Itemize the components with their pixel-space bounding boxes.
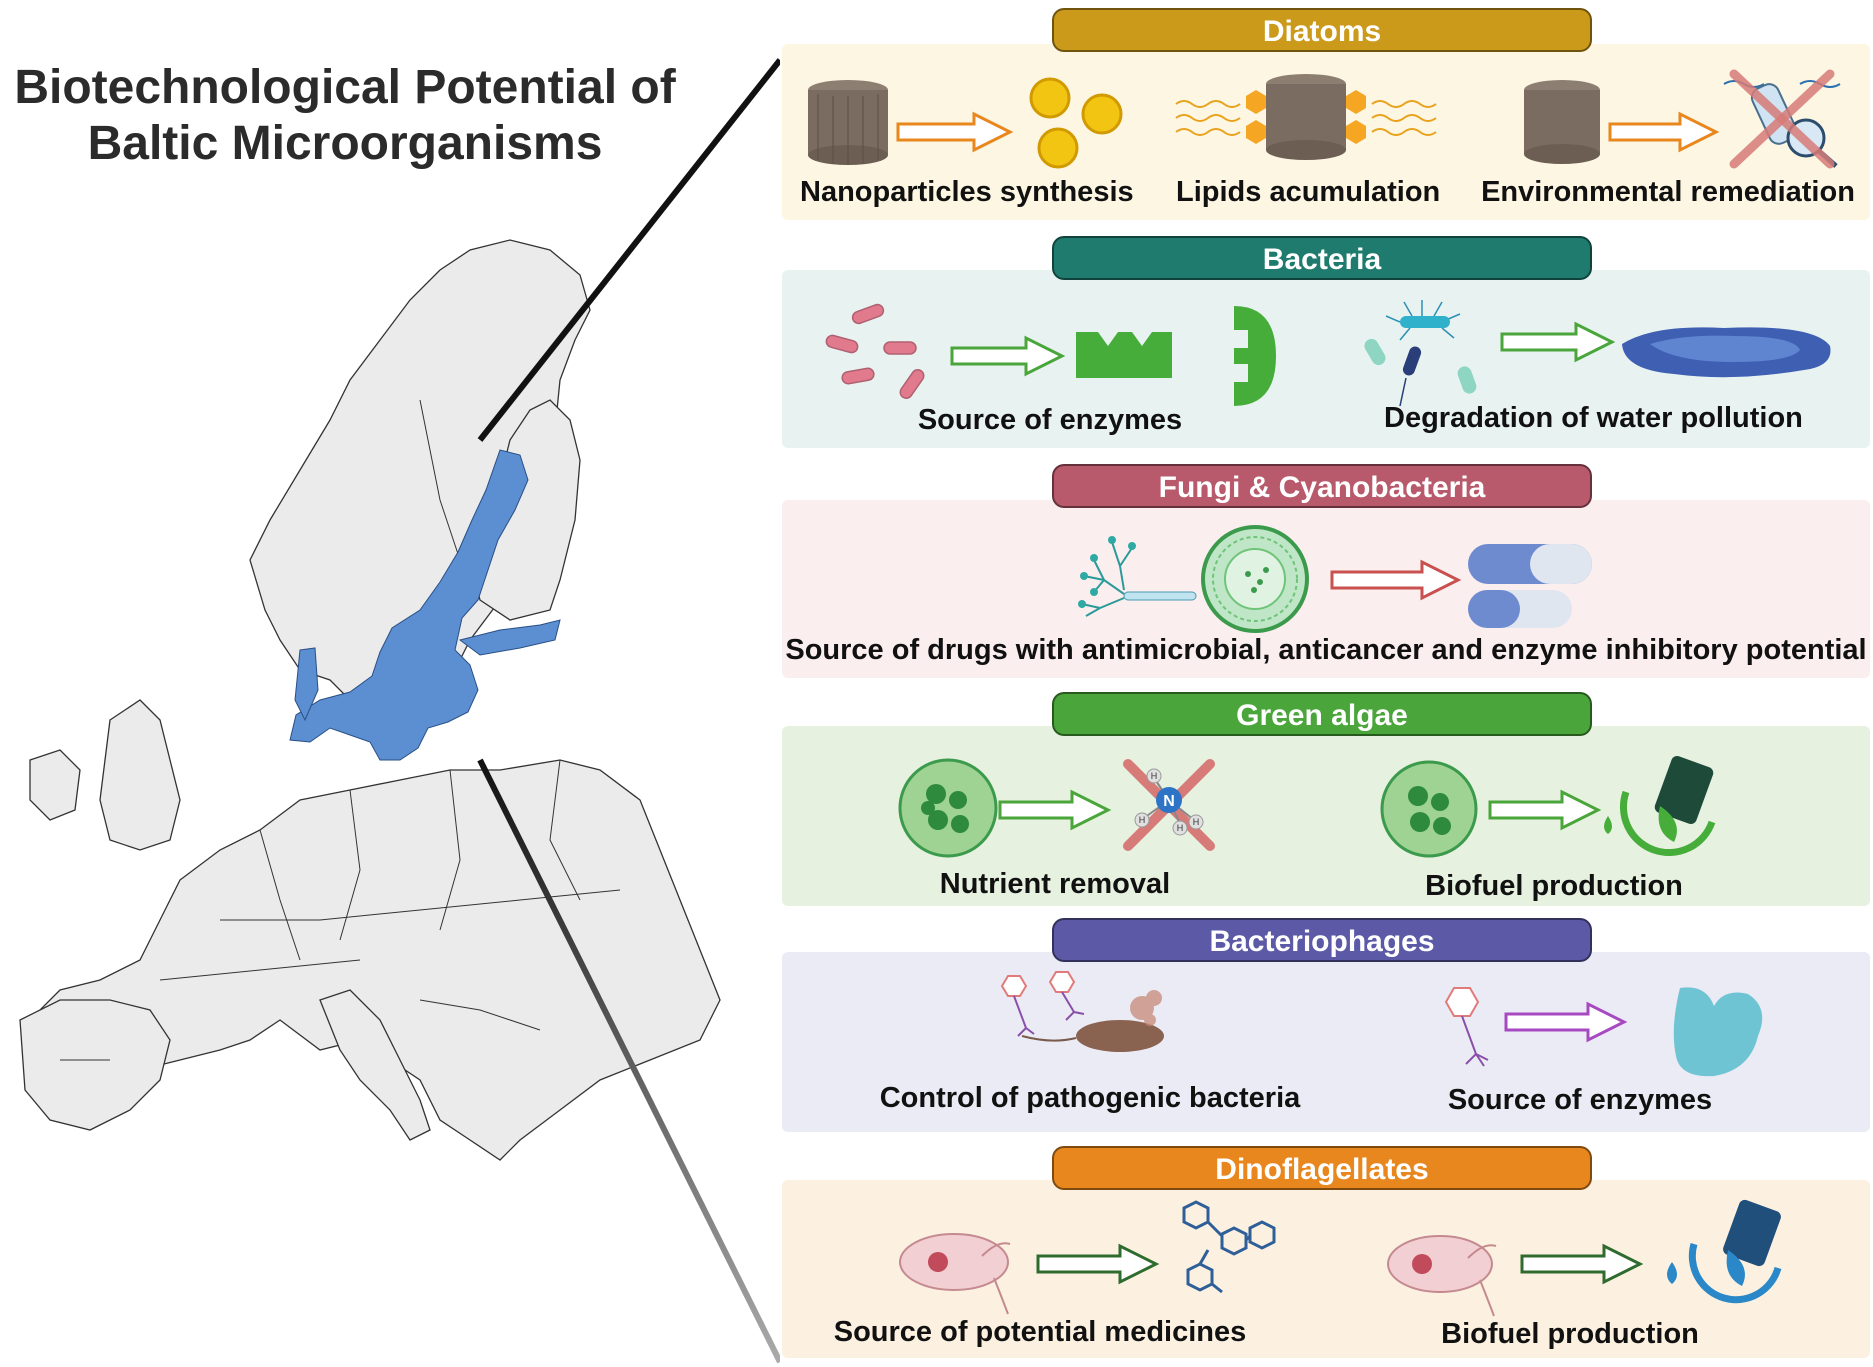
hydrogen-label: H — [1177, 823, 1184, 833]
caption-source-of-drugs: Source of drugs with antimicrobial, anti… — [785, 634, 1867, 666]
green-algae-header: Green algae — [1052, 692, 1592, 736]
iberia-land — [19, 999, 171, 1131]
fungi-panel — [782, 500, 1870, 678]
arrow-icon — [1520, 1243, 1644, 1285]
kattegat — [294, 647, 319, 722]
caption-degradation-of-water-pollution: Degradation of water pollution — [1384, 402, 1803, 434]
diatom-icon — [808, 80, 888, 165]
caption-source-of-potential-medicines: Source of potential medicines — [833, 1316, 1247, 1348]
bacteriophages-header: Bacteriophages — [1052, 918, 1592, 962]
hydrogen-label: H — [1151, 771, 1158, 781]
caption-biofuel-production-dino: Biofuel production — [1441, 1318, 1699, 1350]
caption-environmental-remediation: Environmental remediation — [1481, 176, 1855, 208]
arrow-icon — [1036, 1243, 1160, 1285]
phage-attacking-bacteria-icon — [1000, 971, 1164, 1052]
lipids-icon — [1175, 74, 1437, 160]
arrow-icon — [1330, 559, 1462, 601]
dinoflagellate-icon — [899, 1233, 1011, 1315]
remediation-icon — [1723, 69, 1841, 169]
caption-nanoparticles-synthesis: Nanoparticles synthesis — [800, 176, 1134, 208]
caption-lipids-accumulation: Lipids acumulation — [1176, 176, 1441, 208]
baltic-sea — [289, 449, 529, 761]
capsule-pill-icon — [1468, 544, 1592, 628]
biofuel-icon — [1604, 755, 1716, 857]
cyanobacteria-cell-icon — [1201, 525, 1309, 633]
hydrogen-label: H — [1193, 817, 1200, 827]
main-title: Biotechnological Potential of Baltic Mic… — [0, 60, 690, 172]
green-algae-cell-icon — [1380, 760, 1478, 858]
arrow-icon — [1500, 321, 1616, 363]
diatom-icon — [1524, 80, 1600, 164]
dinoflagellates-header: Dinoflagellates — [1052, 1146, 1592, 1190]
connector-line-bottom — [477, 758, 780, 1364]
title-line-2: Baltic Microorganisms — [87, 117, 603, 170]
caption-nutrient-removal: Nutrient removal — [939, 868, 1171, 900]
biofuel-icon — [1667, 1199, 1782, 1304]
title-line-1: Biotechnological Potential of — [14, 61, 676, 114]
britain-land — [99, 699, 181, 851]
bacteria-cluster-icon — [825, 303, 925, 399]
europe-map — [19, 58, 780, 1364]
ammonium-crossed-icon: N H H H H — [1123, 759, 1215, 851]
green-algae-cell-icon — [898, 758, 998, 858]
fungi-icon — [1078, 536, 1197, 617]
caption-control-of-pathogenic-bacteria: Control of pathogenic bacteria — [879, 1082, 1301, 1114]
arrow-icon — [896, 111, 1014, 153]
caption-biofuel-production: Biofuel production — [1425, 870, 1683, 902]
hydrogen-label: H — [1139, 815, 1146, 825]
arrow-icon — [1608, 111, 1720, 153]
arrow-icon — [998, 789, 1112, 831]
ireland-land — [29, 749, 81, 821]
italy-land — [319, 989, 431, 1141]
diatoms-header: Diatoms — [1052, 8, 1592, 52]
nitrogen-label: N — [1163, 793, 1175, 810]
nanoparticles-icon — [1029, 77, 1123, 169]
bacteria-header: Bacteria — [1052, 236, 1592, 280]
caption-source-of-enzymes: Source of enzymes — [917, 404, 1183, 436]
enzyme-icon — [1234, 306, 1276, 406]
water-puddle-icon — [1622, 327, 1831, 378]
bacteria-diverse-icon — [1364, 300, 1477, 407]
arrow-icon — [1504, 1001, 1628, 1043]
arrow-icon — [1488, 789, 1602, 831]
fungi-header: Fungi & Cyanobacteria — [1052, 464, 1592, 508]
enzyme-icon — [1673, 987, 1763, 1077]
gulf-of-finland — [458, 619, 561, 656]
caption-source-of-enzymes-phage: Source of enzymes — [1447, 1084, 1713, 1116]
dinoflagellate-icon — [1387, 1235, 1497, 1317]
enzyme-icon — [1076, 332, 1172, 378]
connector-line-top — [477, 58, 780, 442]
phage-icon — [1444, 987, 1489, 1067]
molecules-icon — [1182, 1200, 1276, 1294]
arrow-icon — [950, 335, 1066, 377]
